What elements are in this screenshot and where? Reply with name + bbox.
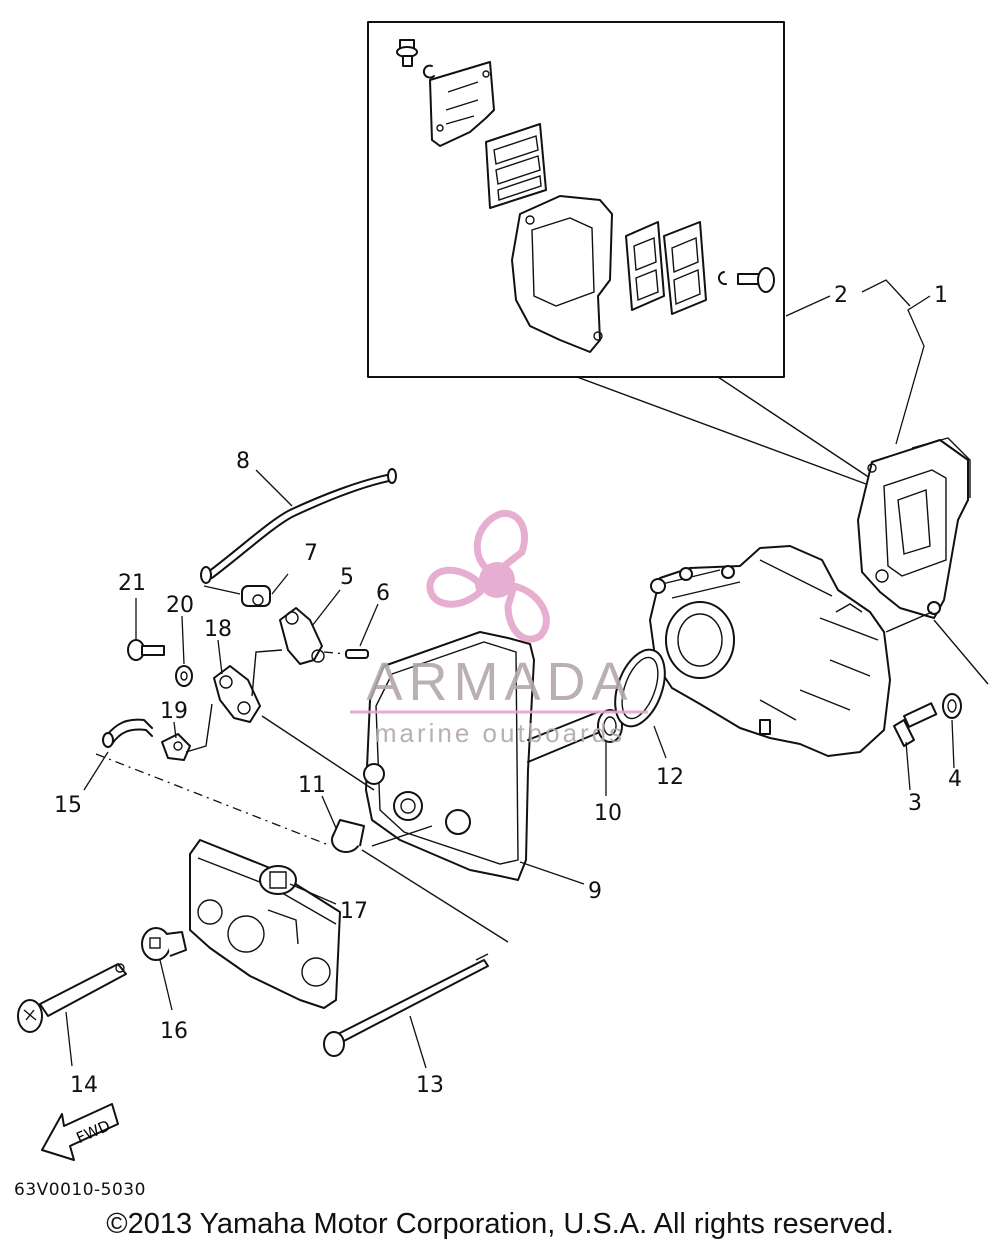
inset-screw-bottom: [737, 267, 775, 293]
callout-19: 19: [160, 699, 188, 724]
part-7-clip: [241, 585, 271, 607]
callout-21: 21: [118, 571, 146, 596]
front-panel-bracket: [189, 839, 341, 1009]
part-17-grommet: [259, 865, 297, 895]
part-8-hose: [207, 473, 393, 573]
callout-14: 14: [70, 1073, 98, 1098]
part-3-bolt: [893, 702, 938, 747]
callout-2: 2: [834, 283, 848, 308]
inset-clip-2: [717, 271, 727, 286]
watermark-tagline: marine outboards: [375, 718, 625, 748]
part-14-shaft: [17, 963, 127, 1033]
callout-8: 8: [236, 449, 250, 474]
callout-7: 7: [304, 541, 318, 566]
part-5-link: [279, 607, 325, 665]
callout-18: 18: [204, 617, 232, 642]
callout-15: 15: [54, 793, 82, 818]
part-12-o-ring: [614, 648, 666, 728]
part-16-knob: [141, 927, 187, 961]
part-21-screw: [127, 639, 165, 661]
callout-17: 17: [340, 899, 368, 924]
callout-6: 6: [376, 581, 390, 606]
part-15-hose: [105, 718, 153, 737]
inset-screw-top: [396, 39, 418, 67]
callout-1: 1: [934, 283, 948, 308]
fwd-arrow-icon: FWD: [41, 1103, 119, 1161]
callout-4: 4: [948, 767, 962, 792]
inset-reed-petals: [485, 123, 547, 209]
carburetor: [649, 545, 891, 757]
callout-leaders: [65, 279, 955, 1069]
callout-10: 10: [594, 801, 622, 826]
callout-3: 3: [908, 791, 922, 816]
callout-11: 11: [298, 773, 326, 798]
callout-numbers: 1 2 3 4 5 6 7 8 9 10 11 12 13 14 15 16 1…: [54, 283, 962, 1098]
part-18-lever: [213, 665, 261, 723]
callout-13: 13: [416, 1073, 444, 1098]
reed-valve-detail-inset: [367, 21, 871, 485]
armada-watermark: ARMADA marine outboards: [350, 509, 648, 748]
callout-5: 5: [340, 565, 354, 590]
callout-9: 9: [588, 879, 602, 904]
intake-silencer: [363, 631, 623, 881]
callout-16: 16: [160, 1019, 188, 1044]
watermark-brand: ARMADA: [366, 652, 633, 712]
inset-stopper-plate: [429, 61, 495, 147]
inset-reed-plates: [625, 221, 707, 315]
inset-gasket: [511, 195, 613, 353]
part-6-pin: [345, 649, 369, 659]
callout-20: 20: [166, 593, 194, 618]
propeller-logo-icon: [426, 509, 550, 643]
copyright-notice: ©2013 Yamaha Motor Corporation, U.S.A. A…: [106, 1208, 894, 1240]
callout-12: 12: [656, 765, 684, 790]
inset-clip: [422, 64, 435, 79]
reed-valve-assembly: [857, 437, 971, 619]
part-4-washer: [942, 693, 962, 719]
part-11-plug: [331, 819, 365, 853]
diagram-code: 63V0010-5030: [14, 1180, 146, 1200]
part-20-washer: [175, 665, 193, 687]
part-13-bolt: [323, 953, 489, 1057]
